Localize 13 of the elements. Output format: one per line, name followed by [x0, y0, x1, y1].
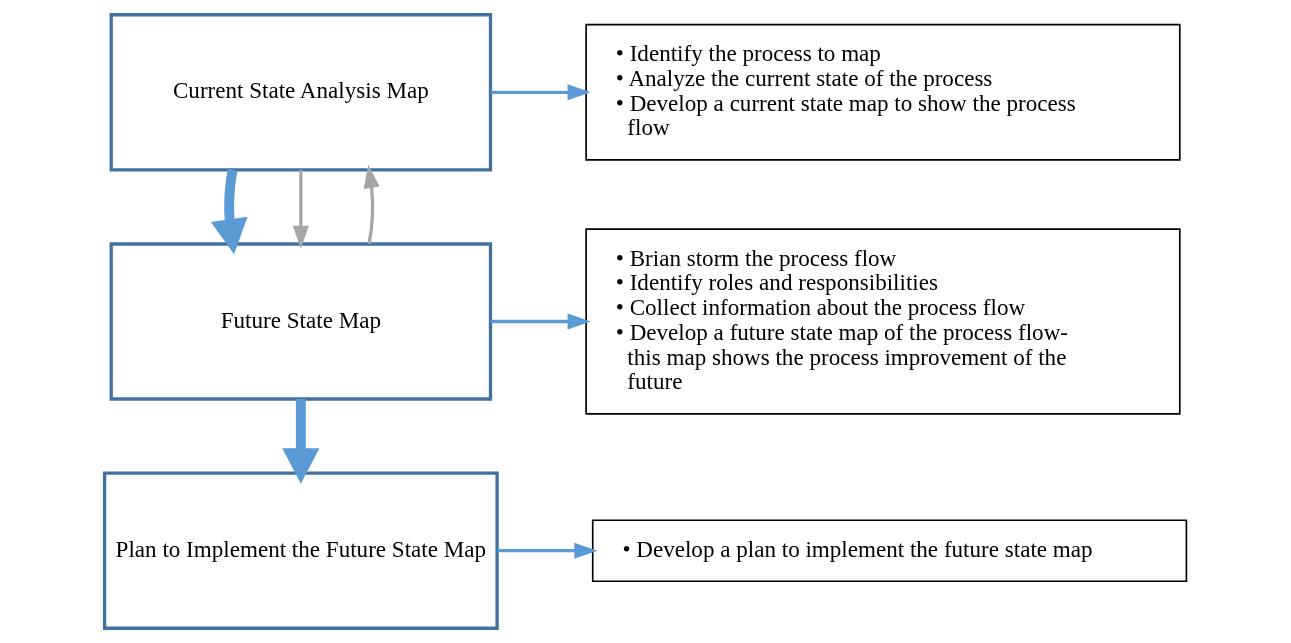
node-box: • Brian storm the process flow • Identify roles and responsibilities • Collect information about the process flow • Develop a future state map of the process flow- this map shows the process improvement of the future — [585, 228, 1181, 415]
arrow — [292, 169, 309, 249]
node-box: • Develop a plan to implement the future state map — [591, 519, 1188, 583]
node-box: • Identify the process to map • Analyze the current state of the process • Develop a current state map to show the process flow — [585, 23, 1181, 161]
node-box: Plan to Implement the Future State Map — [102, 471, 499, 630]
arrow — [363, 164, 380, 245]
arrow — [497, 542, 598, 559]
arrow — [210, 168, 248, 255]
arrow — [490, 84, 591, 101]
node-box: Future State Map — [109, 242, 493, 401]
node-box: Current State Analysis Map — [109, 13, 493, 172]
arrow — [282, 399, 320, 484]
arrow — [490, 313, 591, 330]
